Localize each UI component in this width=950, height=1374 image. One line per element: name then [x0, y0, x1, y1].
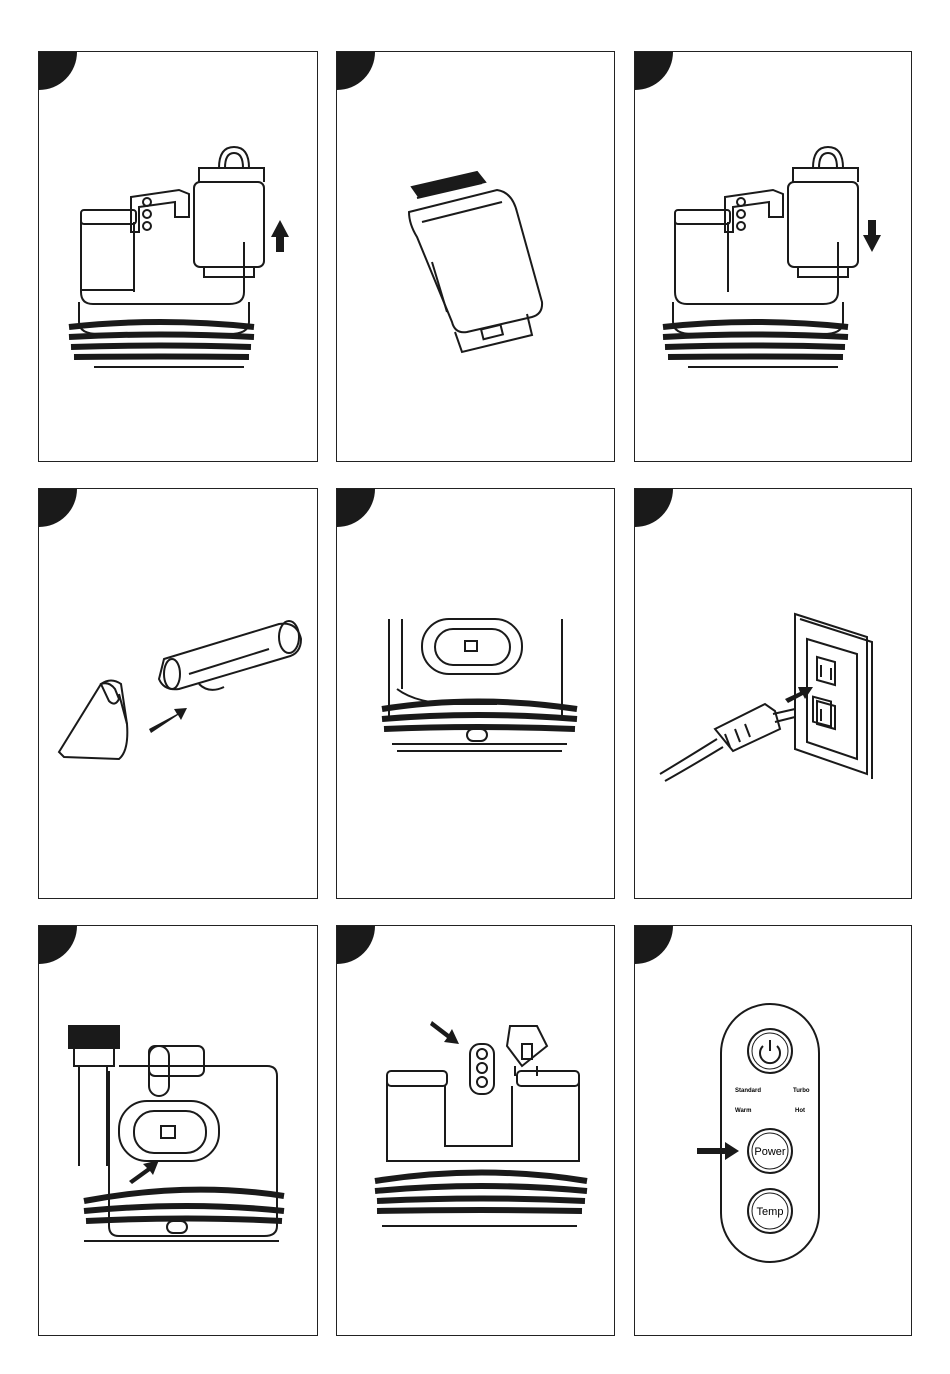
lift-tank-illustration	[39, 52, 318, 462]
step-panel-9: Standard Turbo Warm Hot Power Temp	[634, 925, 912, 1336]
hose-wrapped-illustration	[337, 489, 615, 899]
step-panel-2	[336, 51, 615, 462]
step-panel-8	[336, 925, 615, 1336]
standard-label: Standard	[735, 1088, 761, 1094]
step-panel-1	[38, 51, 318, 462]
warm-label: Warm	[735, 1108, 751, 1114]
control-panel-illustration: Standard Turbo Warm Hot Power Temp	[635, 926, 912, 1336]
step-panel-3	[634, 51, 912, 462]
temp-button-label: Temp	[757, 1206, 784, 1218]
attach-nozzle-illustration	[39, 489, 318, 899]
step-panel-7	[38, 925, 318, 1336]
step-panel-5	[336, 488, 615, 899]
release-button-illustration	[39, 926, 318, 1336]
power-button-label: Power	[754, 1146, 786, 1158]
step-panel-4	[38, 488, 318, 899]
arrow-icon	[697, 1142, 739, 1160]
plug-outlet-illustration	[635, 489, 912, 899]
tank-cap-illustration	[337, 52, 615, 462]
control-button-arrow-illustration	[337, 926, 615, 1336]
hot-label: Hot	[795, 1108, 805, 1114]
step-panel-6	[634, 488, 912, 899]
insert-tank-illustration	[635, 52, 912, 462]
turbo-label: Turbo	[793, 1088, 810, 1094]
